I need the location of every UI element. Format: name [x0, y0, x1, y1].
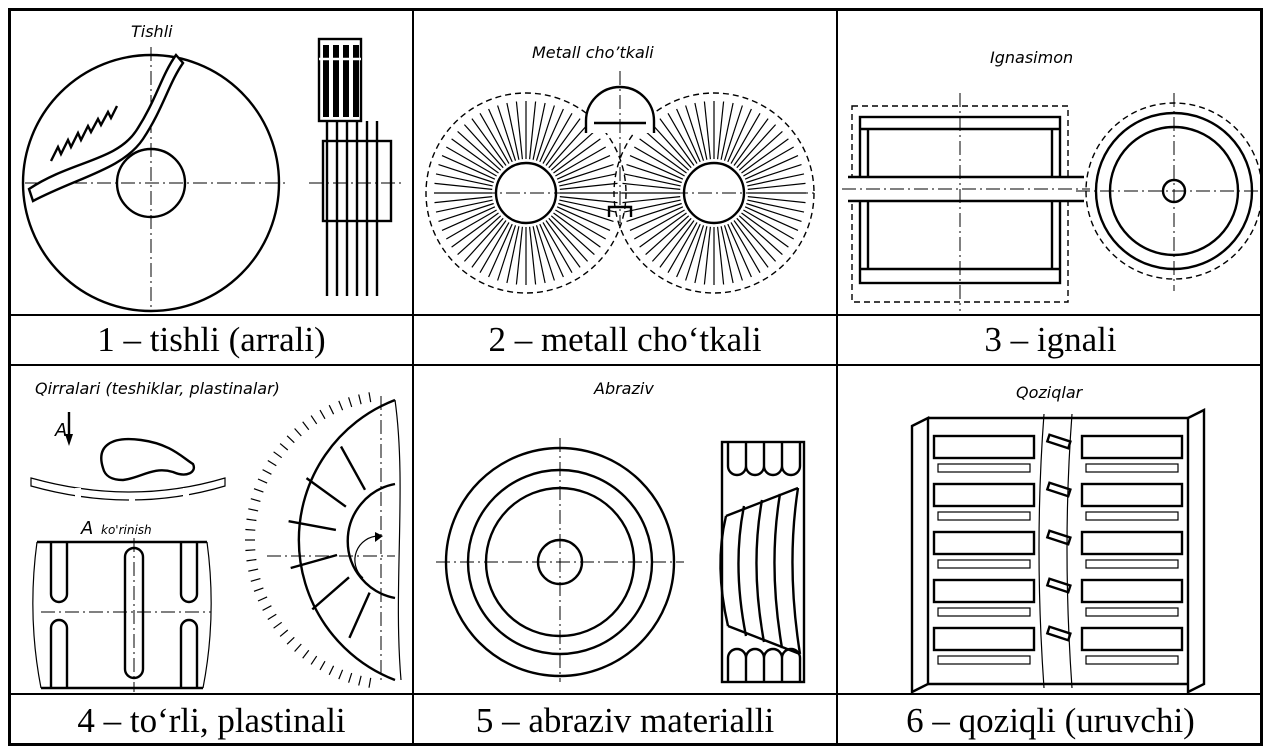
toothed-drum-drawing: Tishli [21, 22, 403, 313]
drum-side-view [842, 93, 1090, 311]
section-view-sublabel: ko'rinish [101, 523, 152, 537]
plate-section [30, 437, 226, 504]
peg-drum-drawing: Qoziqlar [910, 383, 1206, 694]
column-divider [412, 11, 414, 743]
saw-band [27, 53, 185, 203]
metal-brush-drawing: Metall cho’tkali [425, 43, 816, 294]
abrasive-front-view [436, 438, 684, 682]
column-divider [836, 11, 838, 743]
disc-side-view [309, 37, 403, 296]
row-divider [11, 693, 1260, 695]
brush-housing [434, 71, 816, 223]
plate-view [32, 538, 212, 692]
panel-title-5: Abraziv [593, 379, 654, 398]
panel-title-2: Metall cho’tkali [532, 43, 654, 62]
drum-section-view [245, 392, 402, 688]
plate-drum-drawing: Qirralari (teshiklar, plastinalar) A A k… [30, 379, 402, 692]
needle-drum-drawing: Ignasimon [842, 48, 1263, 311]
caption-2: 2 – metall cho‘tkali [488, 320, 762, 359]
row-divider [11, 364, 1260, 366]
peg-drum-section [910, 408, 1206, 694]
row-divider [11, 314, 1260, 316]
drum-front-view [1076, 93, 1263, 291]
section-view-label: A [80, 518, 93, 539]
brush-right [613, 92, 815, 294]
panel-title-3: Ignasimon [990, 48, 1073, 67]
caption-6: 6 – qoziqli (uruvchi) [906, 700, 1195, 740]
panel-title-6: Qoziqlar [1016, 383, 1084, 402]
view-arrow-label: A [54, 420, 67, 441]
caption-1: 1 – tishli (arrali) [97, 320, 326, 359]
caption-5: 5 – abraziv materialli [475, 700, 775, 740]
abrasive-drum-drawing: Abraziv [436, 379, 806, 684]
caption-3: 3 – ignali [984, 320, 1117, 359]
panel-title-4: Qirralari (teshiklar, plastinalar) [35, 379, 280, 398]
figure-table: 1 – tishli (arrali) 2 – metall cho‘tkali… [8, 8, 1263, 746]
caption-4: 4 – to‘rli, plastinali [77, 700, 346, 740]
abrasive-side-view [719, 440, 806, 684]
panel-title-1: Tishli [131, 22, 173, 41]
